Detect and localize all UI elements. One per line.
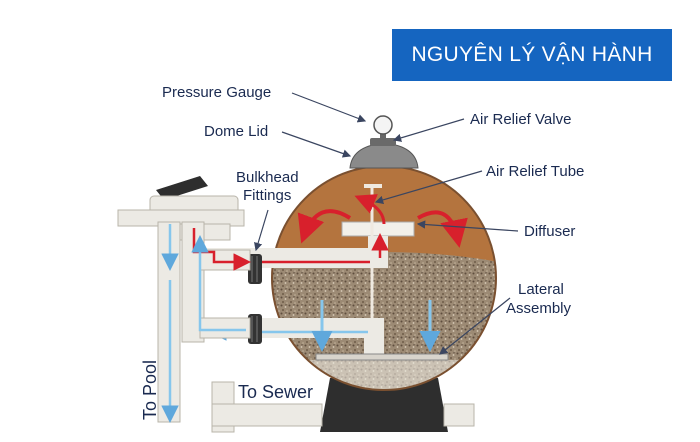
- tank-base: [320, 378, 448, 432]
- pressure-gauge: [373, 115, 393, 140]
- label-to-sewer: To Sewer: [238, 382, 313, 402]
- banner-title: NGUYÊN LÝ VẬN HÀNH: [411, 43, 653, 66]
- multiport-valve: [117, 176, 245, 241]
- label-to-pool: To Pool: [140, 360, 160, 420]
- label-air-relief-tube: Air Relief Tube: [486, 163, 584, 180]
- label-bulkhead-line2: Fittings: [243, 187, 291, 204]
- label-dome-lid: Dome Lid: [204, 123, 268, 140]
- label-air-relief-valve: Air Relief Valve: [470, 111, 571, 128]
- label-lateral-line1: Lateral: [518, 281, 564, 298]
- plumbing-to-sewer: [211, 381, 475, 433]
- bulkhead-fitting-bottom: [248, 314, 262, 344]
- lateral-assembly: [315, 353, 449, 361]
- flow-arrow-up: [354, 194, 386, 225]
- dome-lid: [349, 138, 419, 169]
- flow-arrow-right: [417, 210, 468, 248]
- label-lateral-line2: Assembly: [506, 300, 572, 317]
- leader-lines: [254, 92, 519, 355]
- label-diffuser: Diffuser: [524, 223, 575, 240]
- diffuser: [341, 221, 415, 237]
- tank-body: [272, 166, 496, 390]
- label-bulkhead-line1: Bulkhead: [236, 169, 299, 186]
- flow-arrow-left: [297, 209, 352, 244]
- label-pressure-gauge: Pressure Gauge: [162, 84, 271, 101]
- title-banner: NGUYÊN LÝ VẬN HÀNH: [392, 29, 672, 81]
- bulkhead-fitting-top: [248, 254, 262, 284]
- plumbing-to-pool: [157, 221, 251, 423]
